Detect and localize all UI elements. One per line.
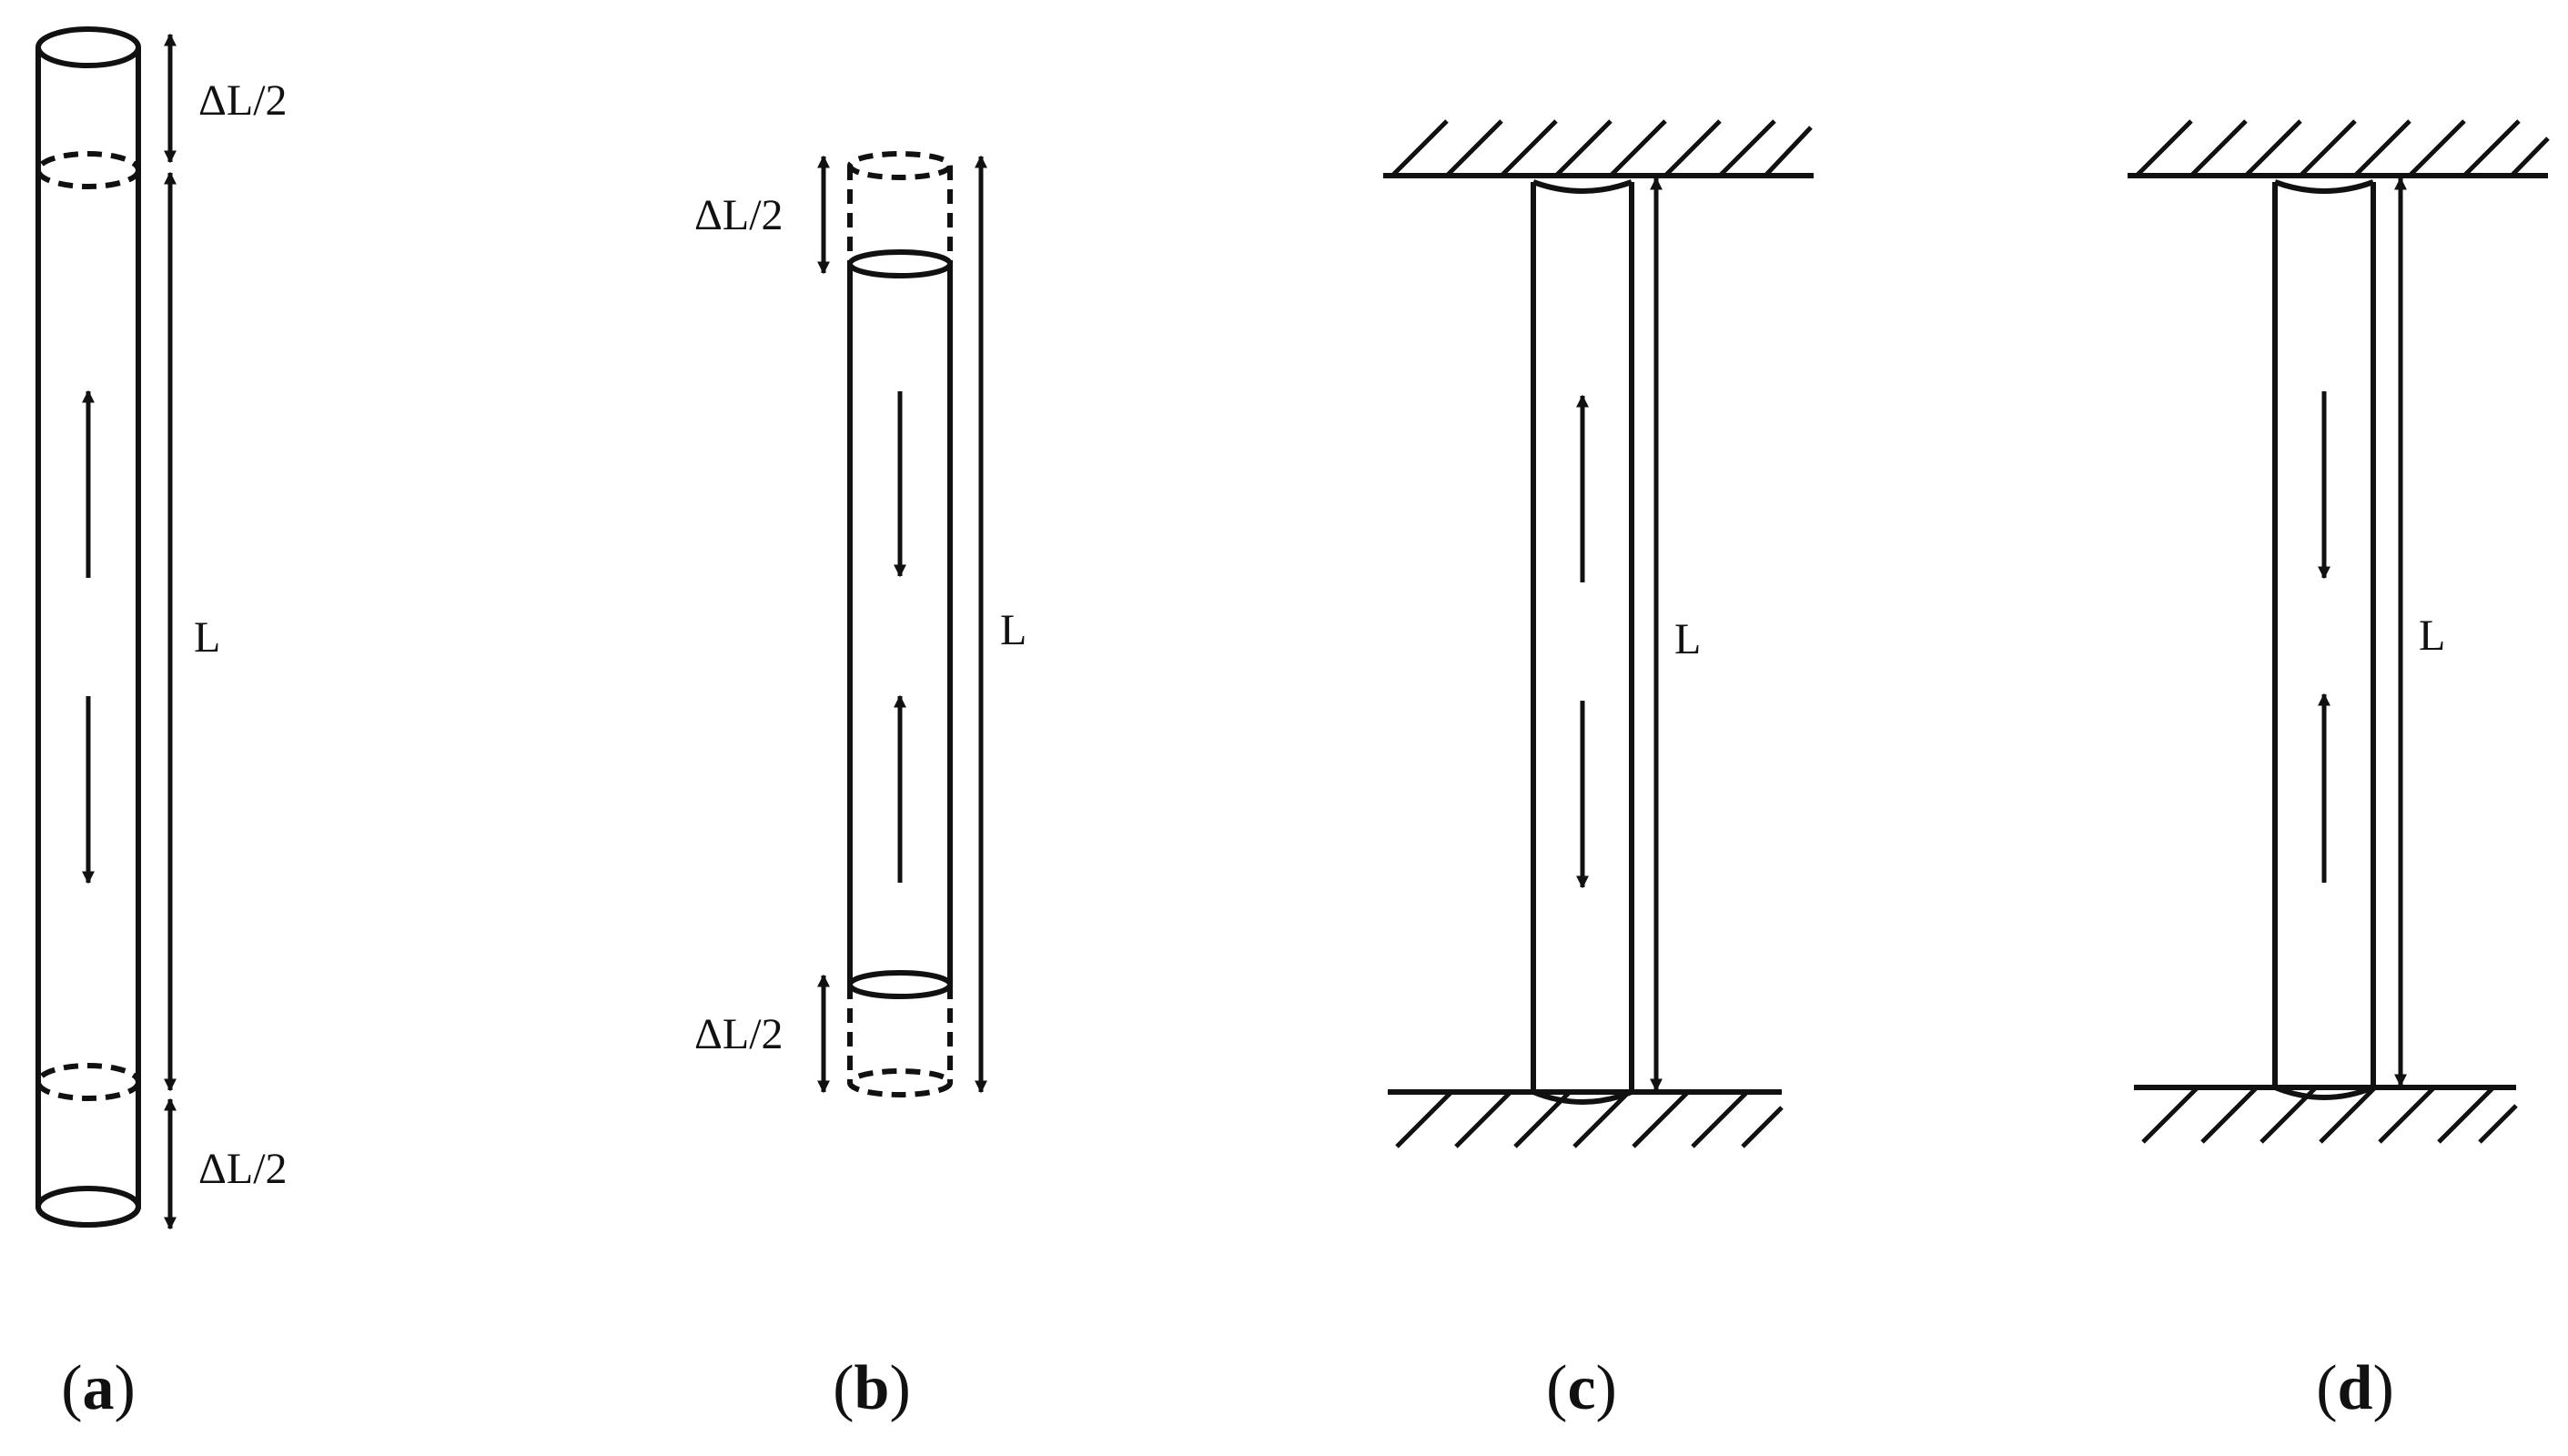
rod-d-bottom-end	[2273, 1085, 2375, 1100]
caption-c: (c)	[1546, 1353, 1617, 1423]
label-c-length: L	[1674, 615, 1701, 663]
label-b-length: L	[1000, 606, 1026, 654]
label-d-length: L	[2419, 612, 2445, 660]
rod-c-bottom-end	[1532, 1089, 1633, 1105]
support-c-top-hatch	[1390, 119, 1813, 177]
panel-a	[35, 26, 177, 1230]
rod-a-bottom-end-back	[35, 1186, 141, 1228]
panel-d	[2128, 119, 2550, 1144]
rod-a-original-bottom-end	[35, 1063, 141, 1101]
rod-d-top-end	[2273, 179, 2375, 194]
caption-a: (a)	[61, 1353, 136, 1423]
rod-a-original-top-end	[35, 151, 141, 189]
label-b-bottom-shortening: ΔL/2	[694, 1010, 784, 1058]
rod-b-bottom-end	[847, 970, 953, 999]
caption-b: (b)	[833, 1353, 911, 1423]
support-d-top-hatch	[2135, 119, 2550, 177]
rod-c-top-end	[1532, 179, 1633, 194]
rod-b-original-top-end	[847, 151, 953, 180]
support-c-bottom-hatch	[1395, 1090, 1784, 1148]
label-a-top-extension: ΔL/2	[198, 76, 288, 125]
rod-b-original-bottom-end	[847, 1068, 953, 1097]
panel-b	[817, 151, 987, 1097]
panel-c	[1383, 119, 1814, 1148]
support-d-bottom-hatch	[2141, 1086, 2518, 1144]
rod-b-top-end	[847, 249, 953, 278]
label-b-top-shortening: ΔL/2	[694, 191, 784, 239]
caption-d: (d)	[2316, 1353, 2394, 1423]
label-a-bottom-extension: ΔL/2	[198, 1145, 288, 1193]
label-a-length: L	[194, 613, 220, 662]
rod-a-top-end	[35, 26, 141, 68]
